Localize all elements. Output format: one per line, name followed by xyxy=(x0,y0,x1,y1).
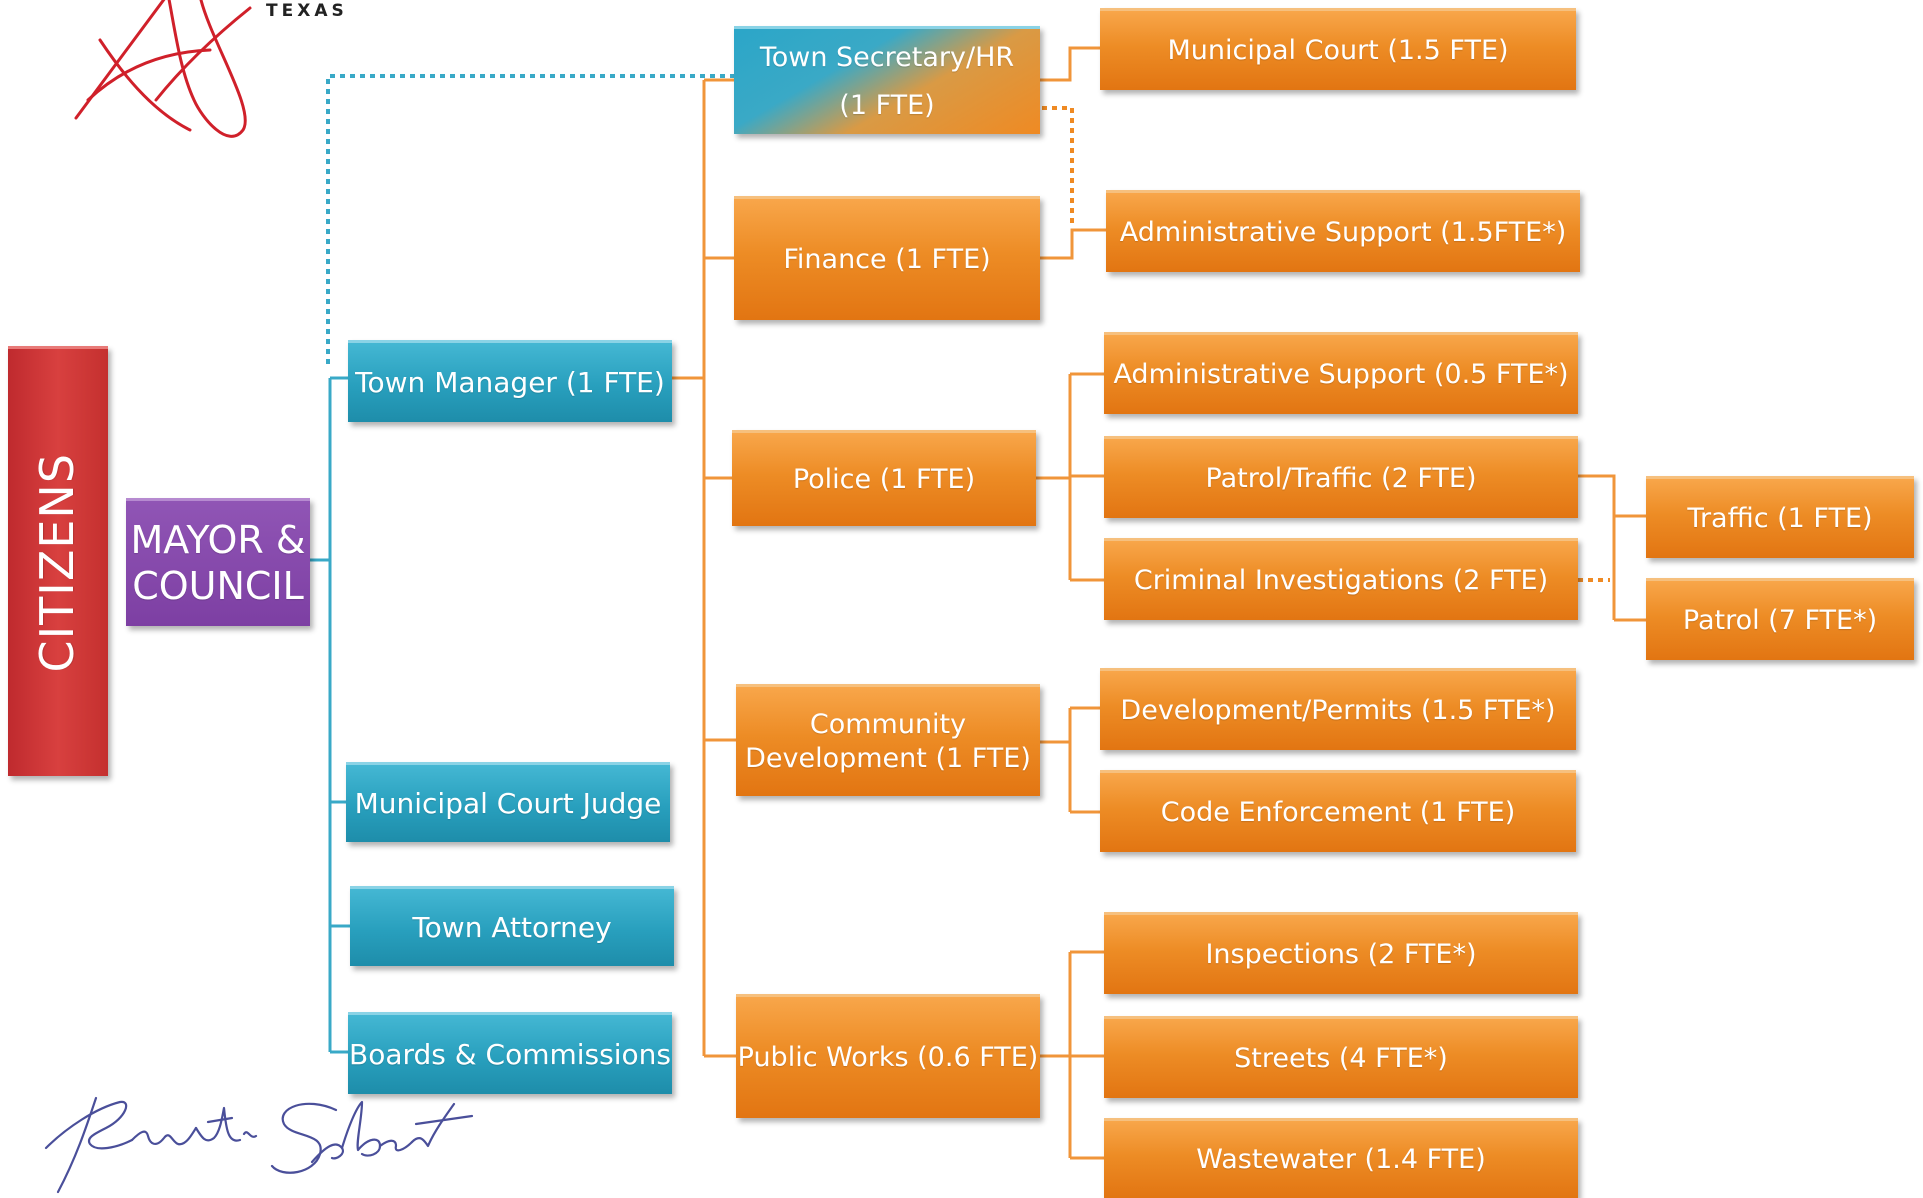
finance-box: Finance (1 FTE) xyxy=(734,196,1040,320)
town-manager-label: Town Manager (1 FTE) xyxy=(355,366,665,399)
orange-connectors xyxy=(672,46,1646,1160)
code-enforcement-label: Code Enforcement (1 FTE) xyxy=(1160,796,1516,828)
boards-commissions-box: Boards & Commissions xyxy=(348,1012,672,1094)
signature xyxy=(44,1096,474,1194)
wastewater-box: Wastewater (1.4 FTE) xyxy=(1104,1118,1578,1198)
police-label: Police (1 FTE) xyxy=(792,463,976,495)
citizens-label: CITIZENS xyxy=(30,452,85,673)
town-attorney-label: Town Attorney xyxy=(412,911,612,944)
patrol-traffic-box: Patrol/Traffic (2 FTE) xyxy=(1104,436,1578,518)
police-box: Police (1 FTE) xyxy=(732,430,1036,526)
community-development-line1: Community xyxy=(809,708,967,740)
mayor-council-box: MAYOR & COUNCIL xyxy=(126,498,310,626)
municipal-court-label: Municipal Court (1.5 FTE) xyxy=(1167,34,1509,66)
wastewater-label: Wastewater (1.4 FTE) xyxy=(1196,1143,1486,1175)
criminal-investigations-box: Criminal Investigations (2 FTE) xyxy=(1104,538,1578,620)
admin-support-finance-label: Administrative Support (1.5FTE*) xyxy=(1119,216,1567,248)
mayor-council-line1: MAYOR & xyxy=(130,517,306,562)
patrol-box: Patrol (7 FTE*) xyxy=(1646,578,1914,660)
admin-support-finance-box: Administrative Support (1.5FTE*) xyxy=(1106,190,1580,272)
traffic-label: Traffic (1 FTE) xyxy=(1687,502,1873,534)
code-enforcement-box: Code Enforcement (1 FTE) xyxy=(1100,770,1576,852)
municipal-court-judge-label: Municipal Court Judge xyxy=(354,787,662,820)
citizens-box: CITIZENS xyxy=(8,346,108,776)
finance-label: Finance (1 FTE) xyxy=(783,243,991,275)
development-permits-box: Development/Permits (1.5 FTE*) xyxy=(1100,668,1576,750)
star-logo-icon xyxy=(74,0,252,138)
boards-commissions-label: Boards & Commissions xyxy=(349,1038,671,1071)
town-secretary-box: Town Secretary/HR (1 FTE) xyxy=(734,26,1040,134)
town-logo: TEXAS xyxy=(74,0,348,138)
inspections-box: Inspections (2 FTE*) xyxy=(1104,912,1578,994)
logo-wordmark: TEXAS xyxy=(266,1,348,21)
town-secretary-line2: (1 FTE) xyxy=(839,89,935,121)
municipal-court-box: Municipal Court (1.5 FTE) xyxy=(1100,8,1576,90)
criminal-investigations-label: Criminal Investigations (2 FTE) xyxy=(1133,564,1549,596)
patrol-traffic-label: Patrol/Traffic (2 FTE) xyxy=(1205,462,1477,494)
patrol-label: Patrol (7 FTE*) xyxy=(1682,604,1878,636)
streets-label: Streets (4 FTE*) xyxy=(1234,1042,1448,1074)
teal-connectors xyxy=(310,376,350,1054)
public-works-label: Public Works (0.6 FTE) xyxy=(737,1041,1039,1073)
admin-support-police-label: Administrative Support (0.5 FTE*) xyxy=(1113,358,1569,390)
town-attorney-box: Town Attorney xyxy=(350,886,674,966)
dotted-teal-connector xyxy=(326,74,734,364)
dotted-orange-connector-secretary xyxy=(1042,106,1074,226)
development-permits-label: Development/Permits (1.5 FTE*) xyxy=(1120,694,1556,726)
municipal-court-judge-box: Municipal Court Judge xyxy=(346,762,670,842)
community-development-box: Community Development (1 FTE) xyxy=(736,684,1040,796)
town-manager-box: Town Manager (1 FTE) xyxy=(348,340,672,422)
traffic-box: Traffic (1 FTE) xyxy=(1646,476,1914,558)
public-works-box: Public Works (0.6 FTE) xyxy=(736,994,1040,1118)
admin-support-police-box: Administrative Support (0.5 FTE*) xyxy=(1104,332,1578,414)
town-secretary-line1: Town Secretary/HR xyxy=(759,41,1015,73)
inspections-label: Inspections (2 FTE*) xyxy=(1205,938,1477,970)
streets-box: Streets (4 FTE*) xyxy=(1104,1016,1578,1098)
mayor-council-line2: COUNCIL xyxy=(132,563,304,608)
community-development-line2: Development (1 FTE) xyxy=(745,742,1031,774)
